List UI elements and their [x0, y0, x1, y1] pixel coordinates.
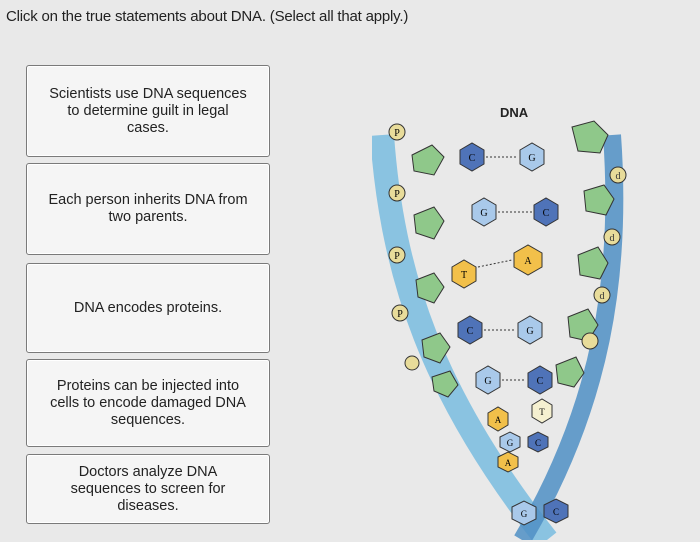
phosphate-icon: [581, 332, 599, 350]
base-pair-row: A: [497, 451, 519, 473]
base-label: G: [480, 208, 487, 219]
phosphate-icon: [388, 123, 406, 141]
base-g-icon: [519, 142, 545, 172]
base-label: G: [507, 438, 514, 448]
base-label: C: [543, 208, 550, 219]
base-a-icon: [497, 451, 519, 473]
option-proteins-injected[interactable]: Proteins can be injected into cells to e…: [26, 359, 270, 447]
phosphate-icon: [388, 184, 406, 202]
sugar-icon: [411, 144, 445, 176]
option-label: Each person inherits DNA from two parent…: [48, 192, 248, 225]
base-g-icon: [475, 365, 501, 395]
left-strand-chain: P P P P: [388, 123, 459, 398]
base-label: G: [521, 509, 528, 519]
phosphate-icon: [593, 286, 611, 304]
sugar-icon: [583, 184, 615, 216]
option-label: Scientists use DNA sequences to determin…: [49, 85, 247, 136]
base-label: C: [537, 376, 544, 387]
base-label: C: [467, 326, 474, 337]
option-inherits-two-parents[interactable]: Each person inherits DNA from two parent…: [26, 163, 270, 255]
option-encodes-proteins[interactable]: DNA encodes proteins.: [26, 263, 270, 353]
option-label: DNA encodes proteins.: [73, 299, 223, 316]
dna-backbone-left: [372, 134, 557, 540]
question-prompt: Click on the true statements about DNA. …: [6, 8, 409, 25]
sugar-label: d: [600, 291, 605, 302]
sugar-icon: [571, 120, 609, 154]
base-label: G: [526, 326, 533, 337]
base-g-icon: [499, 431, 521, 453]
option-label: Proteins can be injected into cells to e…: [50, 377, 246, 428]
base-label: G: [484, 376, 491, 387]
base-t-icon: [451, 259, 477, 289]
phosphate-icon: [603, 228, 621, 246]
base-label: C: [469, 153, 476, 164]
base-label: C: [535, 438, 541, 448]
phosphate-label: P: [394, 128, 400, 139]
option-label: Doctors analyze DNA sequences to screen …: [70, 463, 226, 514]
base-c-icon: [459, 142, 485, 172]
base-pair-row: G C: [499, 431, 549, 453]
base-label: A: [505, 458, 512, 468]
base-label: A: [495, 415, 502, 425]
sugar-icon: [555, 356, 585, 388]
hydrogen-bond: [477, 259, 513, 268]
base-pair-row: C G: [459, 142, 545, 172]
base-c-icon: [527, 365, 553, 395]
phosphate-icon: [404, 355, 420, 371]
base-g-icon: [517, 315, 543, 345]
base-pair-row: C G: [457, 315, 543, 345]
base-c-icon: [533, 197, 559, 227]
dna-figure-title: DNA: [500, 105, 529, 120]
phosphate-label: P: [394, 251, 400, 262]
option-legal-cases[interactable]: Scientists use DNA sequences to determin…: [26, 65, 270, 157]
phosphate-label: P: [394, 189, 400, 200]
base-label: C: [553, 507, 559, 517]
base-c-icon: [543, 498, 569, 524]
base-a-icon: [487, 406, 509, 432]
base-t-icon: [531, 398, 553, 424]
base-pair-row: G C: [471, 197, 559, 227]
base-c-icon: [457, 315, 483, 345]
base-pair-row: G C: [475, 365, 553, 395]
option-screen-diseases[interactable]: Doctors analyze DNA sequences to screen …: [26, 454, 270, 524]
base-c-icon: [527, 431, 549, 453]
right-strand-chain: d d d: [555, 120, 627, 388]
sugar-label: d: [610, 233, 615, 244]
phosphate-label: P: [397, 309, 403, 320]
sugar-icon: [415, 272, 445, 304]
base-label: G: [528, 153, 535, 164]
phosphate-icon: [391, 304, 409, 322]
base-a-icon: [513, 244, 543, 276]
base-g-icon: [471, 197, 497, 227]
phosphate-icon: [609, 166, 627, 184]
phosphate-icon: [388, 246, 406, 264]
base-label: A: [524, 256, 532, 267]
dna-double-helix-diagram: P P P P d d d C G G: [372, 120, 627, 540]
sugar-icon: [577, 246, 609, 280]
base-g-icon: [511, 500, 537, 526]
sugar-icon: [413, 206, 445, 240]
base-pair-row: A T: [487, 398, 553, 432]
base-label: T: [539, 407, 545, 417]
base-label: T: [461, 270, 467, 281]
sugar-label: d: [616, 171, 621, 182]
sugar-icon: [421, 332, 451, 364]
dna-backbone-right: [514, 134, 624, 540]
sugar-icon: [431, 370, 459, 398]
base-pair-row: T A: [451, 244, 543, 289]
base-pair-row: G C: [511, 498, 569, 526]
